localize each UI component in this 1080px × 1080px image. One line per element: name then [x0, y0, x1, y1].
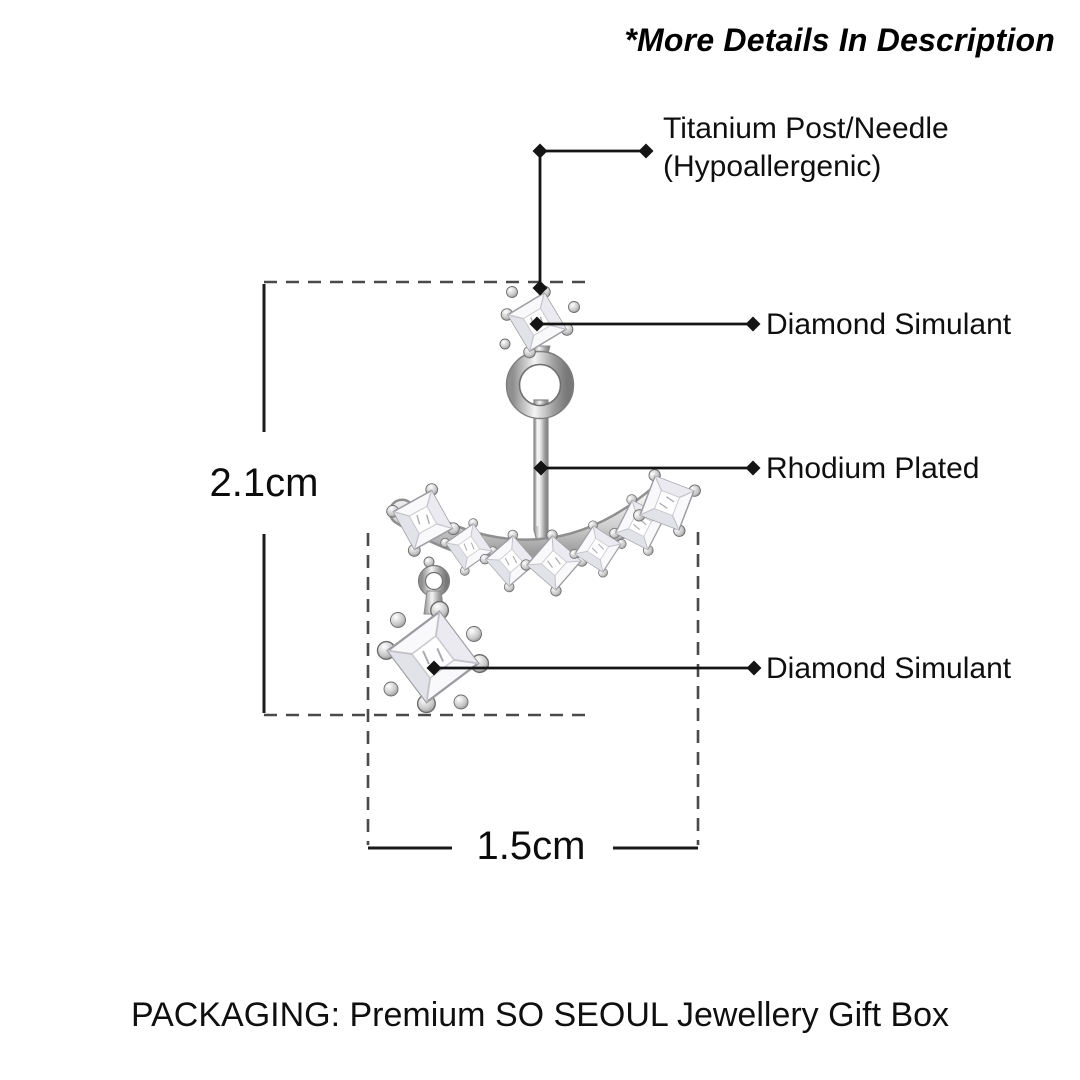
callout-markers — [426, 143, 762, 676]
callout-lines — [434, 149, 754, 670]
label-diamond-simulant-top: Diamond Simulant — [766, 308, 1012, 341]
stud-gem — [491, 276, 583, 368]
diamond-marker — [745, 316, 761, 332]
width-dimension-value: 1.5cm — [476, 824, 586, 868]
label-titanium-post: Titanium Post/Needle (Hypoallergenic) — [663, 112, 949, 183]
diamond-marker — [746, 660, 762, 676]
ear-post — [533, 399, 549, 560]
packaging-note: PACKAGING: Premium SO SEOUL Jewellery Gi… — [130, 996, 950, 1034]
more-details-note: *More Details In Description — [624, 22, 1055, 58]
diamond-marker — [638, 143, 654, 159]
dangle-gem — [368, 592, 498, 722]
jacket-loop — [505, 345, 575, 420]
height-dimension-value: 2.1cm — [209, 461, 319, 505]
dimension-guides — [264, 280, 700, 845]
dimension-lines — [262, 284, 698, 850]
diamond-marker — [745, 460, 761, 476]
callout-line-titanium — [538, 149, 646, 288]
label-diamond-simulant-bottom: Diamond Simulant — [766, 652, 1012, 685]
earring-illustration — [368, 276, 716, 722]
diamond-marker — [532, 143, 548, 159]
label-rhodium-plated: Rhodium Plated — [766, 452, 980, 485]
dangle-assembly — [368, 556, 498, 722]
